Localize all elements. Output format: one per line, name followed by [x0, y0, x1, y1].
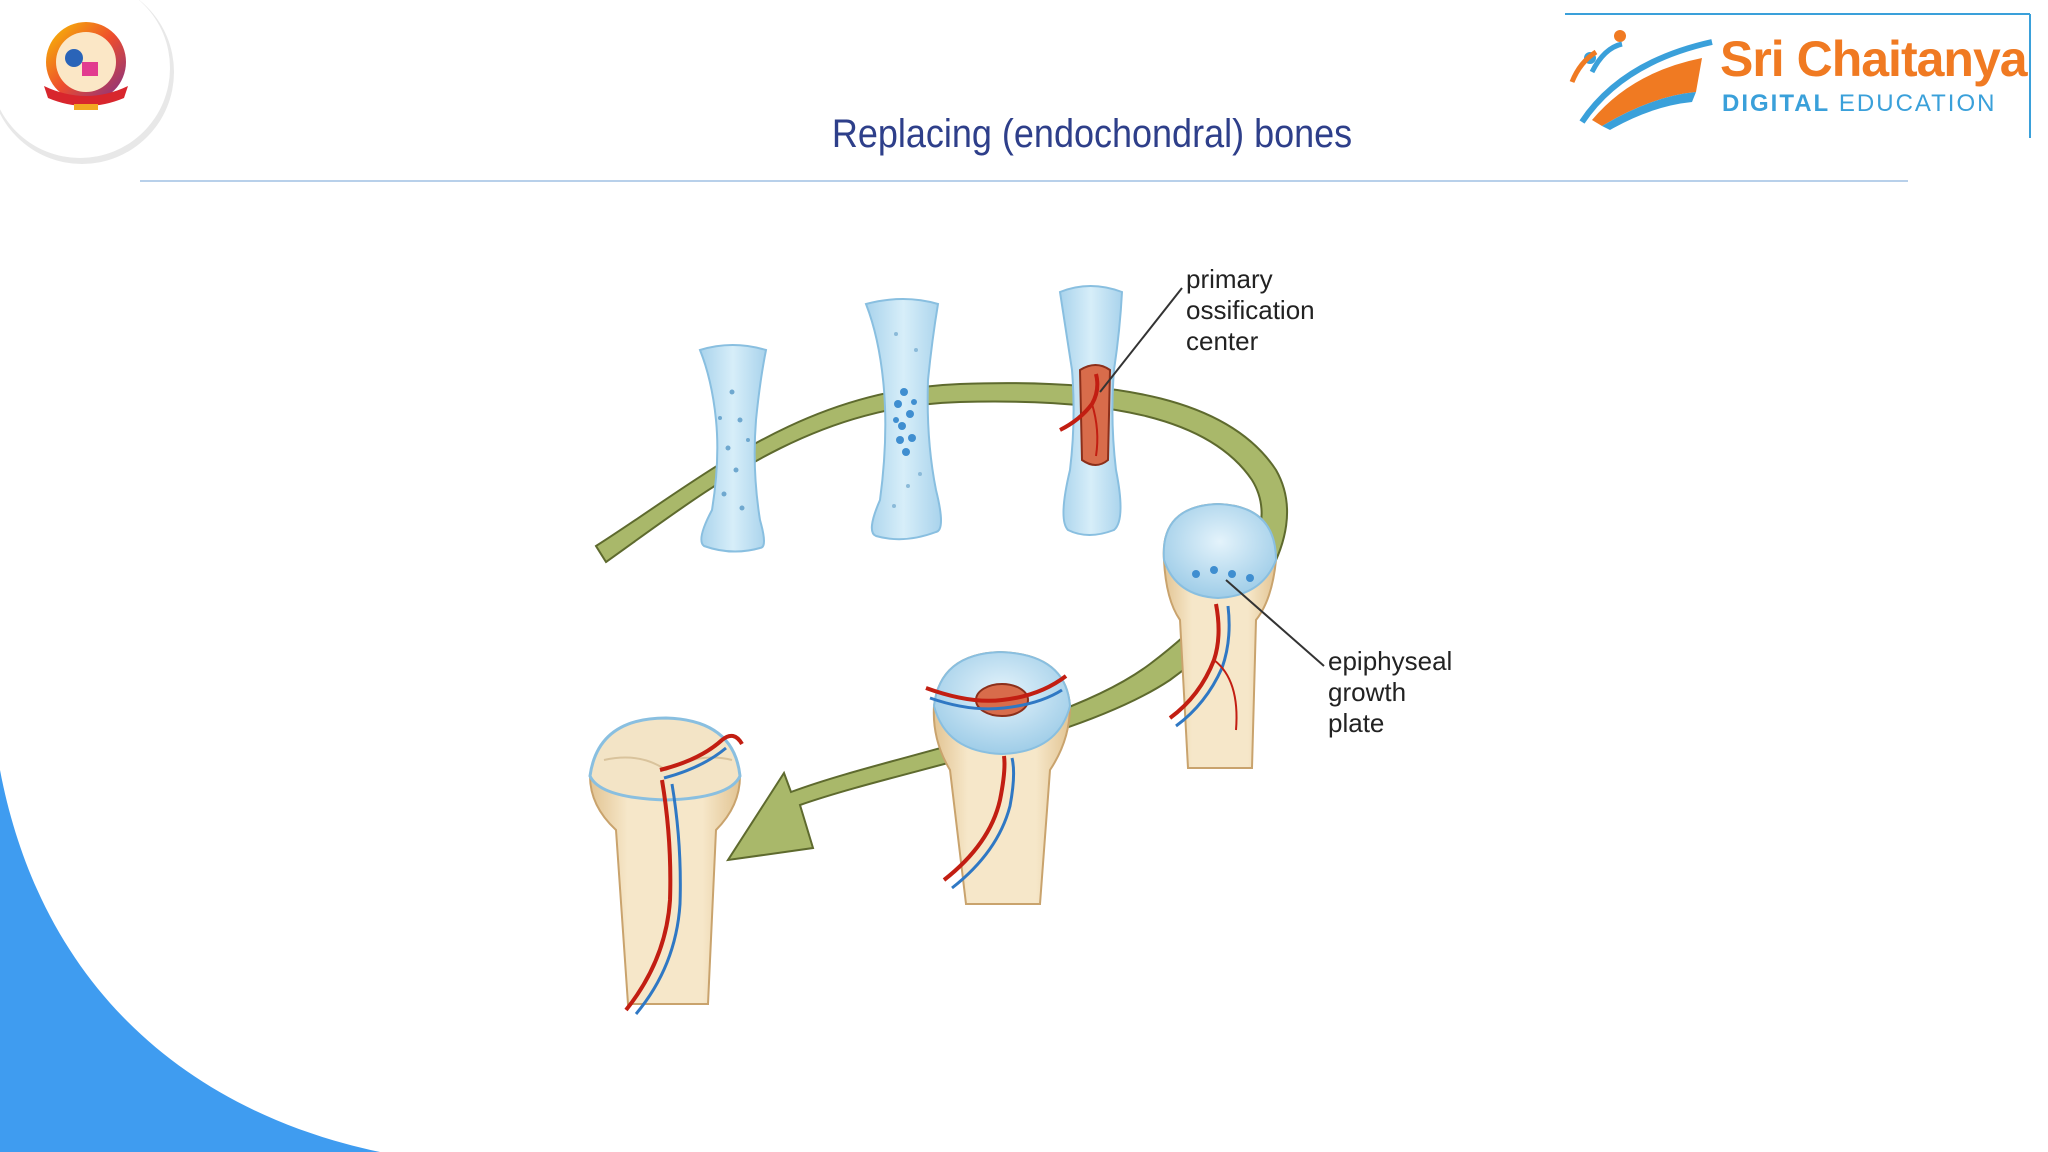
stage-2-calcified-cartilage — [864, 298, 942, 541]
brand-subtitle-bold: DIGITAL — [1722, 90, 1831, 117]
label-line: growth — [1328, 677, 1407, 707]
title-divider — [140, 180, 1908, 182]
label-line: plate — [1328, 708, 1385, 738]
page-title: Replacing (endochondral) bones — [831, 112, 1353, 156]
label-line: center — [1186, 326, 1259, 356]
stage-5-secondary-ossification — [925, 650, 1072, 905]
stage-6-mature-bone — [588, 716, 744, 1015]
brand-name: Sri Chaitanya — [1720, 31, 2028, 87]
brand-logo-icon — [1569, 30, 1713, 130]
label-primary-ossification-center: primary ossification center — [1186, 264, 1315, 357]
stage-4-growth-plate — [1162, 502, 1278, 769]
epiphyseal-leader-line — [1225, 579, 1325, 667]
stage-1-cartilage-model — [698, 344, 768, 553]
blue-corner-shape — [0, 770, 380, 1152]
school-logo-icon — [44, 22, 128, 110]
brand-subtitle: DIGITAL EDUCATION — [1722, 90, 1996, 118]
primary-leader-line — [1099, 287, 1183, 393]
label-epiphyseal-growth-plate: epiphyseal growth plate — [1328, 646, 1452, 739]
label-line: primary — [1186, 264, 1273, 294]
brand-subtitle-light: EDUCATION — [1838, 90, 1997, 117]
label-line: epiphyseal — [1328, 646, 1453, 676]
label-line: ossification — [1186, 295, 1315, 325]
stage-3-primary-ossification — [1058, 285, 1124, 536]
